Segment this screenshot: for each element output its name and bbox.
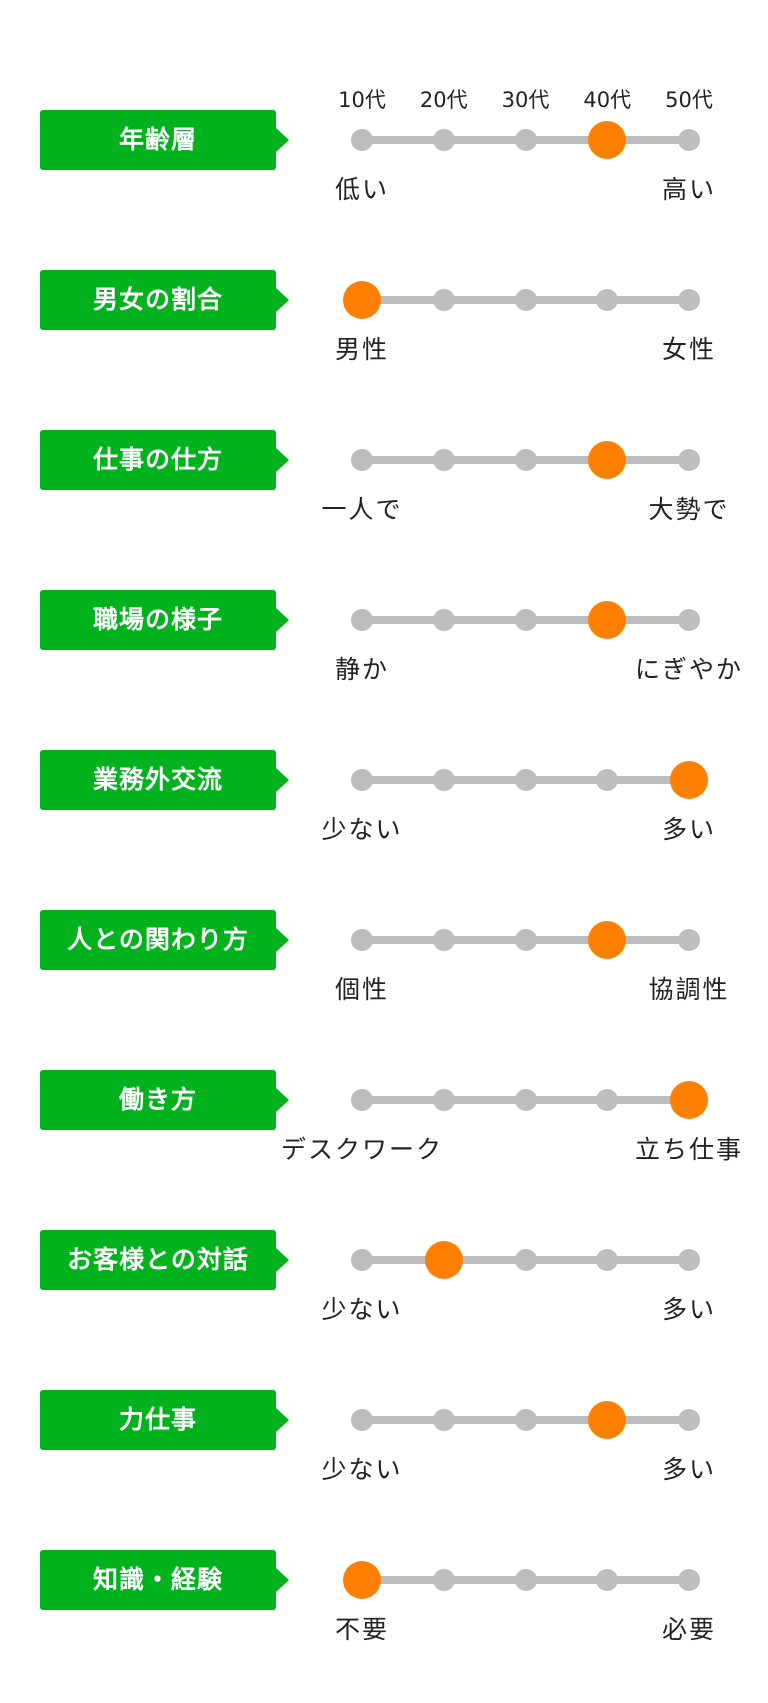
scale-point-selected [588,1401,627,1439]
scale-point [351,1249,373,1271]
scale-right-label: 多い [661,1455,716,1484]
scale-point [514,1569,537,1591]
scale-point [678,1249,700,1271]
scale-point [514,1249,537,1271]
rating-row: 知識・経験不要 必要 [0,1500,768,1660]
rating-row: 力仕事少ない 多い [0,1340,768,1500]
scale-point [514,289,537,311]
scale-left-label: デスクワーク [280,1135,443,1164]
scale-left-label: 少ない [321,1455,403,1484]
scale-tick-label: 40代 [583,88,632,112]
scale-point [432,769,455,791]
rating-row: 男女の割合男性 女性 [0,220,768,380]
scale-point [351,609,373,631]
scale-tick-label: 30代 [501,88,550,112]
scale-point [596,1569,619,1591]
scale-point [514,449,537,471]
scale-point-selected [424,1241,463,1279]
rating-label: 男女の割合 [40,270,289,330]
scale-tick-label: 50代 [665,88,713,112]
scale-left-label: 一人で [321,495,403,524]
rating-label: 年齢層 [40,110,289,170]
scale-point [514,1089,537,1111]
scale-right-label: 必要 [661,1615,716,1644]
scale-right-label: 多い [661,815,716,844]
scale-point [596,1089,619,1111]
scale-point [351,449,373,471]
scale-left-label: 少ない [321,1295,403,1324]
scale-right-label: 高い [661,175,716,204]
scale-point [351,769,373,791]
scale-point-selected [670,1081,708,1119]
scale-point [514,1409,537,1431]
scale-left-label: 不要 [334,1615,389,1644]
scale-point [678,129,700,151]
scale-point [678,289,700,311]
rating-label: 人との関わり方 [40,910,289,970]
scale-point [596,769,619,791]
rating-row: 職場の様子静か にぎやか [0,540,768,700]
scale-point [432,929,455,951]
rating-label: 仕事の仕方 [40,430,289,490]
rating-label: 働き方 [40,1070,289,1130]
rating-row: 仕事の仕方一人で 大勢で [0,380,768,540]
rating-row: 人との関わり方個性 協調性 [0,860,768,1020]
scale-point-selected [588,601,627,639]
scale-tick-label: 20代 [419,88,468,112]
scale-point [514,609,537,631]
scale-right-label: 大勢で [648,495,730,524]
rating-row: 年齢層 10代 20代 30代 40代 50代低い 高い [0,60,768,220]
scale-right-label: 立ち仕事 [634,1135,743,1164]
scale-point [678,609,700,631]
scale-point [351,929,373,951]
rating-label: 知識・経験 [40,1550,289,1610]
scale-point [514,769,537,791]
scale-point [514,129,537,151]
scale-point-selected [670,761,708,799]
scale-point [351,1089,373,1111]
scale-right-label: 多い [661,1295,716,1324]
scale-left-label: 静か [334,655,389,684]
scale-left-label: 低い [334,175,389,204]
rating-row: お客様との対話少ない 多い [0,1180,768,1340]
rating-label: お客様との対話 [40,1230,289,1290]
scale-left-label: 男性 [334,335,389,364]
scale-point [514,929,537,951]
scale-right-label: 女性 [661,335,716,364]
scale-point-selected [588,921,627,959]
rating-label: 力仕事 [40,1390,289,1450]
scale-point [351,1409,373,1431]
scale-left-label: 少ない [321,815,403,844]
rating-row: 業務外交流少ない 多い [0,700,768,860]
rating-label: 業務外交流 [40,750,289,810]
scale-point [678,1409,700,1431]
rating-label: 職場の様子 [40,590,289,650]
scale-right-label: にぎやか [634,655,743,684]
scale-point [678,449,700,471]
scale-point [596,289,619,311]
scale-point [596,1249,619,1271]
rating-row: 働き方デスクワーク 立ち仕事 [0,1020,768,1180]
scale-point-selected [588,441,627,479]
scale-point [432,449,455,471]
scale-point-selected [343,281,381,319]
scale-point [432,129,455,151]
scale-right-label: 協調性 [648,975,730,1004]
scale-tick-label: 10代 [338,88,386,112]
scale-point [351,129,373,151]
scale-point [432,289,455,311]
scale-left-label: 個性 [334,975,389,1004]
scale-point [432,1409,455,1431]
scale-point [432,609,455,631]
scale-point [432,1089,455,1111]
scale-point-selected [343,1561,381,1599]
scale-point [432,1569,455,1591]
scale-point-selected [588,121,627,159]
scale-point [678,1569,700,1591]
scale-point [678,929,700,951]
